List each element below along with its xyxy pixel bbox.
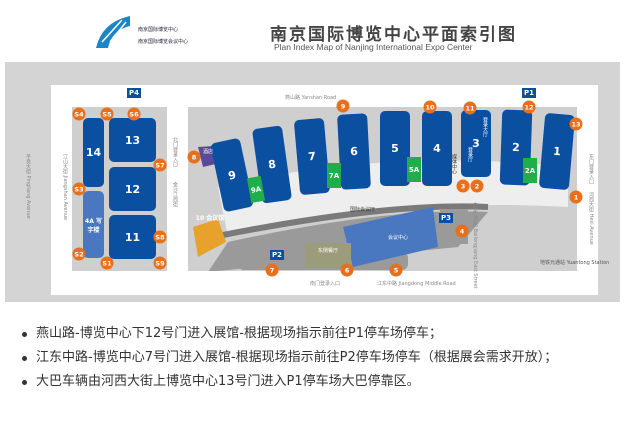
- gate-marker[interactable]: 5: [389, 263, 403, 277]
- hall-7[interactable]: 7: [293, 117, 331, 196]
- venue-map: 14 4A 写字楼 13 12 11 9 8 7 6 5 4 3 2 1 9A …: [5, 62, 620, 302]
- gate-marker[interactable]: 4: [455, 224, 469, 238]
- direction-item: 燕山路-博览中心下12号门进入展馆-根据现场指示前往P1停车场停车；: [22, 322, 622, 346]
- parking-marker[interactable]: P1: [521, 88, 537, 98]
- page-title: 南京国际博览中心平面索引图: [270, 25, 517, 45]
- gate-marker[interactable]: S7: [153, 158, 167, 172]
- parking-marker[interactable]: P4: [126, 88, 142, 98]
- gate-marker[interactable]: 13: [569, 117, 583, 131]
- gate-marker[interactable]: S4: [72, 107, 86, 121]
- directions-list: 燕山路-博览中心下12号门进入展馆-根据现场指示前往P1停车场停车； 江东中路-…: [22, 322, 622, 394]
- gate-marker[interactable]: S9: [153, 256, 167, 270]
- gate-marker[interactable]: S5: [100, 107, 114, 121]
- lobby-label: 登录大厅: [482, 117, 488, 137]
- street-bailong: 白龙江东街 Bailongjiang East Street: [472, 202, 478, 289]
- hall-12[interactable]: 12: [109, 167, 156, 211]
- street-hexi: 河西大街 Hexi Avenue: [588, 192, 594, 245]
- gate-marker[interactable]: 10: [423, 100, 437, 114]
- south-gate: 南门登录入口: [310, 281, 341, 287]
- hall-7a[interactable]: 7A: [327, 163, 341, 188]
- gate-marker[interactable]: 2: [470, 179, 484, 193]
- hotel-label: 酒店: [203, 149, 214, 155]
- metro-label: 地铁元通站 Yuantong Station: [540, 260, 610, 266]
- logo-text-2: 南京国际博览会议中心: [138, 39, 189, 45]
- hall-13[interactable]: 13: [109, 118, 156, 162]
- registration-label: 登录厅: [467, 147, 473, 162]
- parking-marker[interactable]: P3: [438, 213, 454, 223]
- gate-marker[interactable]: 9: [336, 99, 350, 113]
- hall-14[interactable]: 14: [83, 118, 104, 187]
- hall-2a[interactable]: 2A: [523, 158, 537, 183]
- street-jinsha: 金沙江西街: [172, 182, 178, 207]
- hall-6[interactable]: 6: [337, 113, 371, 190]
- direction-item: 大巴车辆由河西大街上博览中心13号门进入P1停车场大巴停靠区。: [22, 370, 622, 394]
- direction-item: 江东中路-博览中心7号门进入展馆-根据现场指示前往P2停车场停车（根据展会需求开…: [22, 346, 622, 370]
- street-jiangshan: 江山大街 Jiangshan Avenue: [62, 154, 68, 221]
- gate-marker[interactable]: 1: [569, 190, 583, 204]
- street-jiangdong: 江东中路 Jiangdong Middle Road: [377, 281, 456, 287]
- hall-11[interactable]: 11: [109, 215, 156, 259]
- parking-marker[interactable]: P2: [269, 250, 285, 260]
- street-yanshan: 燕山路 Yanshan Road: [285, 95, 337, 101]
- hall-5[interactable]: 5: [380, 111, 410, 186]
- logo-text-1: 南京国际博览中心: [138, 27, 179, 33]
- hall-4a[interactable]: 4A 写字楼: [83, 191, 104, 258]
- hall-10[interactable]: 10 会议馆: [195, 214, 225, 222]
- gate-marker[interactable]: 11: [463, 101, 477, 115]
- page-subtitle: Plan Index Map of Nanjing International …: [274, 42, 473, 52]
- conference-center-label: 会议中心: [388, 235, 409, 241]
- logo: [92, 12, 132, 50]
- gate-marker[interactable]: S3: [72, 182, 86, 196]
- hall-3[interactable]: 3: [461, 110, 491, 177]
- intl-conference-label: 国际会议厅: [350, 207, 376, 213]
- gate-marker[interactable]: 8: [187, 150, 201, 164]
- restaurant-label: 东侧餐厅: [318, 248, 339, 254]
- gate-marker[interactable]: 3: [456, 179, 470, 193]
- hall-5a[interactable]: 5A: [407, 157, 421, 182]
- north-gate: 东门登录入口: [588, 154, 594, 184]
- gate-marker[interactable]: S8: [153, 230, 167, 244]
- gate-marker[interactable]: S6: [127, 107, 141, 121]
- gate-marker[interactable]: 7: [265, 263, 279, 277]
- street-pingliang: 平良大街 Pingliang Avenue: [25, 154, 31, 219]
- west-gate: 北门登录入口: [172, 137, 178, 167]
- gate-marker[interactable]: S1: [100, 256, 114, 270]
- gate-marker[interactable]: 6: [340, 263, 354, 277]
- gate-marker[interactable]: S2: [72, 247, 86, 261]
- gate-marker[interactable]: 12: [522, 100, 536, 114]
- hall-4[interactable]: 4: [422, 111, 452, 186]
- media-center-label: 媒体中心: [451, 154, 457, 174]
